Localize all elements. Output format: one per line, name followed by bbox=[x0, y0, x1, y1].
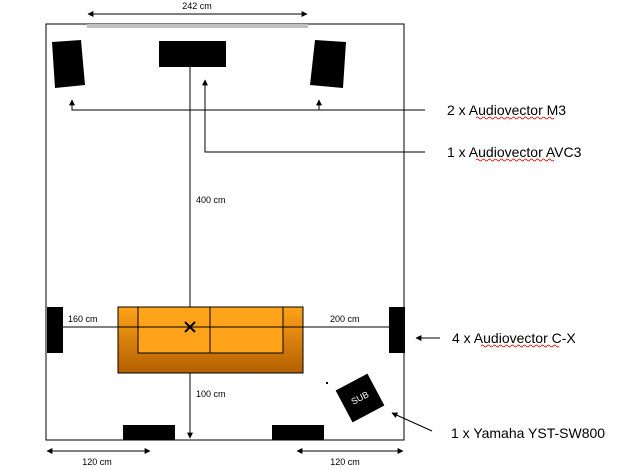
rear-left-label: 120 cm bbox=[82, 457, 112, 467]
surround-speakers-squiggle bbox=[480, 344, 560, 348]
center-speaker-leader bbox=[202, 79, 425, 153]
center-speaker-squiggle bbox=[475, 158, 555, 162]
small-marker bbox=[326, 382, 328, 384]
front-speakers-leader bbox=[69, 99, 425, 111]
subwoofer: SUB bbox=[335, 373, 385, 423]
projection-screen bbox=[87, 24, 308, 28]
room-outline bbox=[45, 23, 405, 441]
depth-rear-label: 100 cm bbox=[196, 389, 226, 399]
screen-width-label: 242 cm bbox=[182, 1, 212, 11]
surround-speakers-label: 4 x Audiovector C-X bbox=[452, 330, 576, 346]
rear-right-label: 120 cm bbox=[330, 457, 360, 467]
rear-right-speaker bbox=[272, 425, 324, 440]
right-side-label: 200 cm bbox=[330, 314, 360, 324]
listening-position-icon bbox=[184, 321, 196, 333]
surround-left-speaker bbox=[47, 307, 63, 353]
left-side-label: 160 cm bbox=[68, 314, 98, 324]
front-left-speaker bbox=[52, 40, 85, 88]
front-speakers-label: 2 x Audiovector M3 bbox=[447, 102, 566, 118]
rear-left-speaker bbox=[123, 425, 175, 440]
subwoofer-label: 1 x Yamaha YST-SW800 bbox=[451, 425, 605, 441]
center-speaker-label: 1 x Audiovector AVC3 bbox=[447, 144, 582, 160]
depth-front-label: 400 cm bbox=[196, 195, 226, 205]
subwoofer-leader bbox=[391, 412, 433, 432]
front-right-speaker bbox=[310, 40, 346, 88]
center-speaker bbox=[159, 41, 226, 67]
front-speakers-squiggle bbox=[475, 116, 555, 120]
surround-right-speaker bbox=[389, 307, 405, 353]
